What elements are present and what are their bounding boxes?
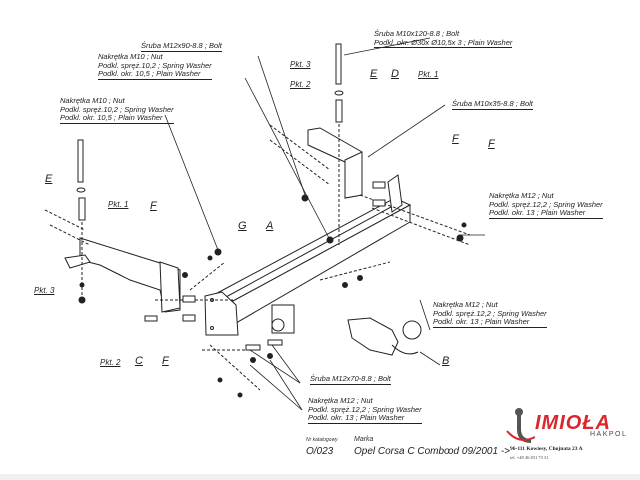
callout-line: Śruba M12x90-8.8 ; Bolt bbox=[141, 41, 222, 52]
callout-nut-m10-left: Nakrętka M10 ; Nut Podkl. spręż.10,2 ; S… bbox=[60, 96, 174, 124]
brand-label: Marka bbox=[354, 436, 374, 443]
callout-line: Podkl. spręż.10,2 ; Spring Washer bbox=[98, 60, 212, 70]
hook-logo-icon bbox=[506, 408, 535, 443]
callout-line: Podkl. okr. 13 ; Plain Washer bbox=[433, 317, 547, 328]
callout-line: Podkl. okr. 10,5 ; Plain Washer bbox=[98, 69, 212, 80]
socket-plate bbox=[271, 304, 295, 334]
part-label-f: F bbox=[488, 138, 495, 150]
callout-line: Podkl. okr. 13 ; Plain Washer bbox=[489, 208, 603, 219]
vertical-bolt-left bbox=[76, 139, 86, 300]
left-end-plate bbox=[204, 291, 239, 336]
callout-top-bolt: Śruba M10x120-8.8 ; Bolt Podkl. okr. Ø30… bbox=[374, 29, 513, 48]
part-label-e: E bbox=[370, 68, 378, 80]
nuts bbox=[78, 194, 467, 398]
callout-bolt-m10x35: Śruba M10x35-8.8 ; Bolt bbox=[452, 99, 533, 110]
catalog-number: O/023 bbox=[306, 446, 334, 457]
date-range: od 09/2001 -> bbox=[448, 446, 510, 457]
part-label-d: D bbox=[391, 68, 399, 80]
callout-nut-m12-bottom: Nakrętka M12 ; Nut Podkl. spręż.12,2 ; S… bbox=[308, 396, 422, 424]
part-label-f: F bbox=[162, 355, 169, 367]
point-label-3: Pkt. 3 bbox=[34, 286, 55, 295]
callout-line: Podkl. spręż.10,2 ; Spring Washer bbox=[60, 104, 174, 114]
point-label-2: Pkt. 2 bbox=[290, 80, 311, 89]
callout-line: Podkl. spręż.12,2 ; Spring Washer bbox=[433, 308, 547, 318]
part-label-b: B bbox=[442, 355, 450, 367]
company-phone: tel. +48 46 831 73 31 bbox=[510, 455, 549, 460]
cross-beam bbox=[207, 197, 412, 331]
callout-line: Śruba M12x70-8.8 ; Bolt bbox=[310, 374, 391, 385]
callout-line: Nakrętka M10 ; Nut bbox=[60, 96, 125, 105]
part-label-c: C bbox=[135, 355, 143, 367]
part-label-f: F bbox=[452, 133, 459, 145]
callout-line: Nakrętka M10 ; Nut bbox=[98, 52, 163, 61]
callout-line: Podkl. okr. 13 ; Plain Washer bbox=[308, 413, 422, 424]
callout-line: Podkl. okr. 10,5 ; Plain Washer bbox=[60, 113, 174, 124]
callout-line: Podkl. spręż.12,2 ; Spring Washer bbox=[308, 404, 422, 414]
callout-line: Nakrętka M12 ; Nut bbox=[433, 300, 498, 309]
point-label-3: Pkt. 3 bbox=[290, 60, 311, 69]
part-label-a: A bbox=[266, 220, 274, 232]
callout-line: Śruba M10x120-8.8 ; Bolt bbox=[374, 29, 460, 38]
catalog-label: Nr katalogowy bbox=[306, 437, 338, 443]
callout-nut-m12-right: Nakrętka M12 ; Nut Podkl. spręż.12,2 ; S… bbox=[489, 191, 603, 219]
right-end-plate bbox=[387, 174, 403, 213]
part-label-e: E bbox=[45, 173, 53, 185]
callout-nut-m10-upper: Nakrętka M10 ; Nut Podkl. spręż.10,2 ; S… bbox=[98, 52, 212, 80]
callout-nut-m12-mid: Nakrętka M12 ; Nut Podkl. spręż.12,2 ; S… bbox=[433, 300, 547, 328]
point-label-2: Pkt. 2 bbox=[100, 358, 121, 367]
right-bracket-d bbox=[307, 127, 363, 199]
vertical-bolt-right bbox=[334, 43, 344, 245]
callout-line: Podkl. spręż.12,2 ; Spring Washer bbox=[489, 199, 603, 209]
short-bolts bbox=[144, 181, 386, 351]
callout-line: Podkl. okr. Ø30x Ø10,5x 3 ; Plain Washer bbox=[374, 37, 513, 48]
point-label-1: Pkt. 1 bbox=[418, 70, 439, 79]
part-label-f: F bbox=[150, 200, 157, 212]
callout-bolt-m12x70: Śruba M12x70-8.8 ; Bolt bbox=[310, 374, 391, 385]
brand-name: IMIOŁA bbox=[535, 412, 611, 434]
bottom-strip bbox=[0, 474, 640, 480]
vehicle-model: Opel Corsa C Combo bbox=[354, 446, 450, 457]
point-label-1: Pkt. 1 bbox=[108, 200, 129, 209]
callout-line: Nakrętka M12 ; Nut bbox=[489, 191, 554, 200]
callout-line: Nakrętka M12 ; Nut bbox=[308, 396, 373, 405]
callout-bolt-m12x90: Śruba M12x90-8.8 ; Bolt bbox=[141, 41, 222, 52]
callout-line: Śruba M10x35-8.8 ; Bolt bbox=[452, 99, 533, 110]
ball-mount bbox=[347, 317, 422, 356]
brand-sub: HAKPOL bbox=[590, 431, 628, 438]
company-address: 96-111 Kowiesy, Chojnata 23 A bbox=[510, 446, 583, 452]
part-label-g: G bbox=[238, 220, 247, 232]
